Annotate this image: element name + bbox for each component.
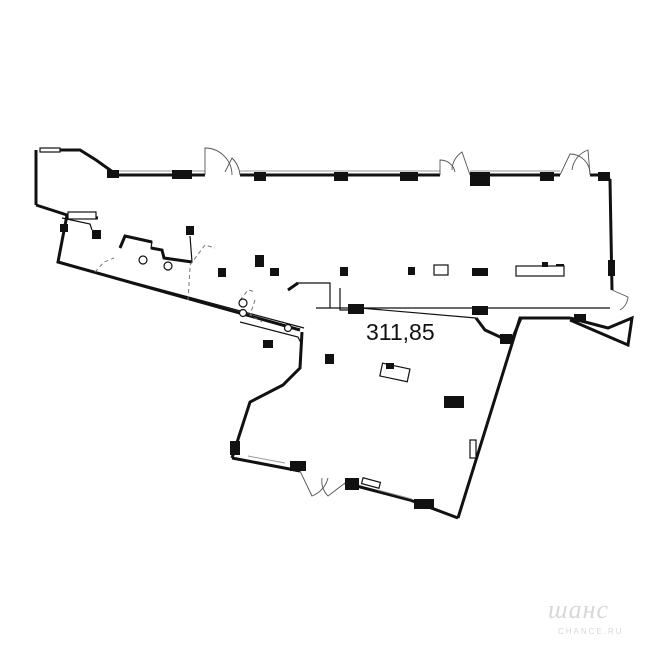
lower-hall-walls (230, 315, 634, 520)
doors (204, 147, 629, 497)
area-label: 311,85 (366, 319, 435, 345)
columns (60, 170, 615, 509)
dashed-partitions (94, 244, 263, 323)
interior-partitions (57, 217, 610, 346)
watermark-subtext: CHANCE.RU (558, 627, 624, 636)
watermark: шанс CHANCE.RU (548, 595, 624, 636)
watermark-logo: шанс (548, 595, 609, 624)
fixtures (39, 147, 565, 489)
